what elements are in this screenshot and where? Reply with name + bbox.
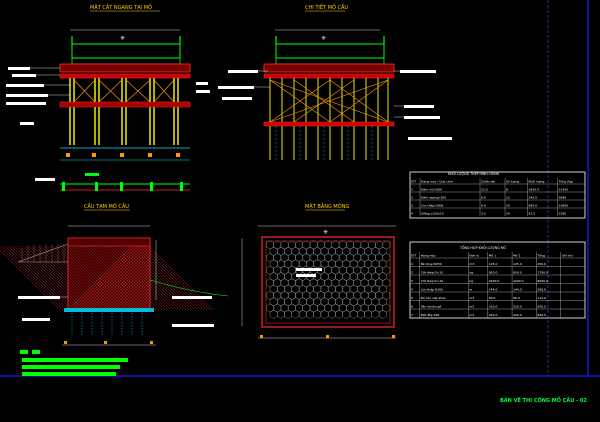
- table-cell: Cốt thép D>10: [421, 279, 444, 283]
- table-cell: Đất đắp K95: [421, 312, 440, 317]
- table-cell: 125.0: [489, 262, 498, 266]
- table-cell: 3: [411, 279, 413, 283]
- table-header-cell: Tổng (kg): [558, 179, 573, 184]
- table-cell: Dầm ngang I300: [421, 196, 446, 200]
- table-cell: 4: [411, 288, 413, 292]
- table-header-cell: Tổng: [536, 253, 545, 258]
- table-cell: Cốt thép D<10: [421, 271, 444, 275]
- front-elevation-view: MẶT CẮT NGANG TẠI MỐ ✳: [6, 3, 210, 161]
- table-cell: 850.0: [489, 271, 498, 275]
- table-cell: 620.0: [537, 305, 546, 309]
- plan-right-title: MẶT BẰNG MÓNG: [305, 202, 349, 210]
- plan-right-view: MẶT BẰNG MÓNG ✳: [241, 202, 396, 339]
- table-cell: m3: [469, 313, 474, 317]
- table-cell: kg: [469, 279, 473, 283]
- table-cell: 240.5: [529, 196, 538, 200]
- table-cell: 24: [506, 212, 510, 216]
- table-cell: 12.0: [481, 188, 488, 192]
- table-cell: 16: [506, 204, 510, 208]
- table-cell: 3: [411, 204, 413, 208]
- table-header-cell: Khối lượng: [529, 180, 545, 184]
- table-cell: Cọc thép H300: [421, 288, 443, 292]
- table-header-cell: Hạng mục / Quy cách: [421, 180, 453, 184]
- plan-left-view: CẦU TẠM MỐ CẦU: [0, 202, 229, 346]
- table-cell: 420.0: [489, 313, 498, 317]
- table-cell: 4200.0: [513, 279, 524, 283]
- table-cell: Cọc thép H300: [421, 204, 443, 208]
- legend-bars: [20, 350, 128, 376]
- table-cell: Giằng L100x10: [421, 211, 444, 216]
- table-cell: 850.0: [529, 204, 538, 208]
- table-bottom-title: TỔNG HỢP KHỐI LƯỢNG MỐ: [459, 245, 507, 250]
- table-cell: 250.0: [537, 262, 546, 266]
- table-header-cell: Mố 1: [489, 254, 496, 258]
- table-cell: m2: [469, 305, 474, 309]
- table-cell: 112.0: [537, 296, 546, 300]
- table-cell: 310.0: [513, 305, 522, 309]
- table-cell: m3: [469, 262, 474, 266]
- table-header-cell: Mố 2: [513, 254, 520, 258]
- side-elevation-view: CHI TIẾT MỐ CẦU ✳: [218, 3, 452, 162]
- table-cell: 144.0: [513, 288, 522, 292]
- plan-left-title: CẦU TẠM MỐ CẦU: [84, 202, 129, 210]
- table-cell: Bê tông M250: [421, 262, 442, 266]
- table-cell: 1650.0: [529, 188, 540, 192]
- table-cell: 5: [411, 296, 413, 300]
- table-cell: 288.0: [537, 288, 546, 292]
- table-cell: 125.0: [513, 262, 522, 266]
- table-cell: 310.0: [489, 305, 498, 309]
- table-quantity-summary: TỔNG HỢP KHỐI LƯỢNG MỐ STT Hạng mục Đơn vị…: [409, 241, 586, 319]
- table-cell: 52.5: [529, 212, 536, 216]
- table-cell: 8400.0: [537, 279, 548, 283]
- table-cell: Dầm chủ I600: [421, 188, 442, 192]
- table-header-cell: Số lượng: [506, 180, 519, 184]
- table-cell: 2886: [559, 196, 567, 200]
- svg-text:✳: ✳: [321, 35, 326, 42]
- table-cell: 2: [411, 196, 413, 200]
- table-header-cell: STT: [411, 254, 417, 258]
- table-cell: 840.0: [537, 313, 546, 317]
- table-cell: 6: [411, 305, 413, 309]
- front-section-strip: [35, 173, 190, 191]
- table-cell: 56.0: [489, 296, 496, 300]
- table-cell: m: [469, 288, 472, 292]
- svg-text:✳: ✳: [120, 35, 125, 42]
- table-header-cell: Ghi chú: [562, 254, 574, 258]
- table-cell: 13200: [559, 188, 569, 192]
- table-cell: 2: [411, 271, 413, 275]
- table-cell: 1: [411, 188, 413, 192]
- table-cell: Ván khuôn gỗ: [421, 304, 442, 309]
- table-cell: 420.0: [513, 313, 522, 317]
- front-view-title: MẶT CẮT NGANG TẠI MỐ: [90, 3, 152, 11]
- table-steel-summary: KHỐI LƯỢNG THÉP HÌNH CHÍNH STT Hạng mục /…: [409, 171, 586, 219]
- table-cell: 4: [411, 212, 413, 216]
- table-cell: m3: [469, 296, 474, 300]
- svg-text:✳: ✳: [323, 229, 328, 236]
- table-cell: 6.0: [481, 196, 486, 200]
- table-cell: 8: [506, 188, 508, 192]
- table-cell: 4200.0: [489, 279, 500, 283]
- table-cell: 850.0: [513, 271, 522, 275]
- sheet-stamp: BẢN VẼ THI CÔNG MỐ CẦU - 02: [500, 395, 587, 404]
- table-cell: 56.0: [513, 296, 520, 300]
- table-cell: kg: [469, 271, 473, 275]
- table-header-cell: Hạng mục: [421, 254, 437, 258]
- table-cell: 12: [506, 196, 510, 200]
- table-cell: 1: [411, 262, 413, 266]
- table-cell: 9.0: [481, 204, 486, 208]
- table-cell: 1260: [559, 212, 567, 216]
- table-header-cell: STT: [411, 180, 417, 184]
- side-view-title: CHI TIẾT MỐ CẦU: [305, 3, 348, 11]
- table-cell: Đá hộc xếp khan: [421, 296, 446, 300]
- table-cell: 7: [411, 313, 413, 317]
- table-header-cell: Đơn vị: [469, 254, 479, 258]
- table-header-cell: Chiều dài: [481, 180, 495, 184]
- table-cell: 3.5: [481, 212, 486, 216]
- table-cell: 13600: [559, 204, 569, 208]
- table-top-title: KHỐI LƯỢNG THÉP HÌNH CHÍNH: [448, 171, 500, 176]
- table-cell: 1700.0: [537, 271, 548, 275]
- table-cell: 144.0: [489, 288, 498, 292]
